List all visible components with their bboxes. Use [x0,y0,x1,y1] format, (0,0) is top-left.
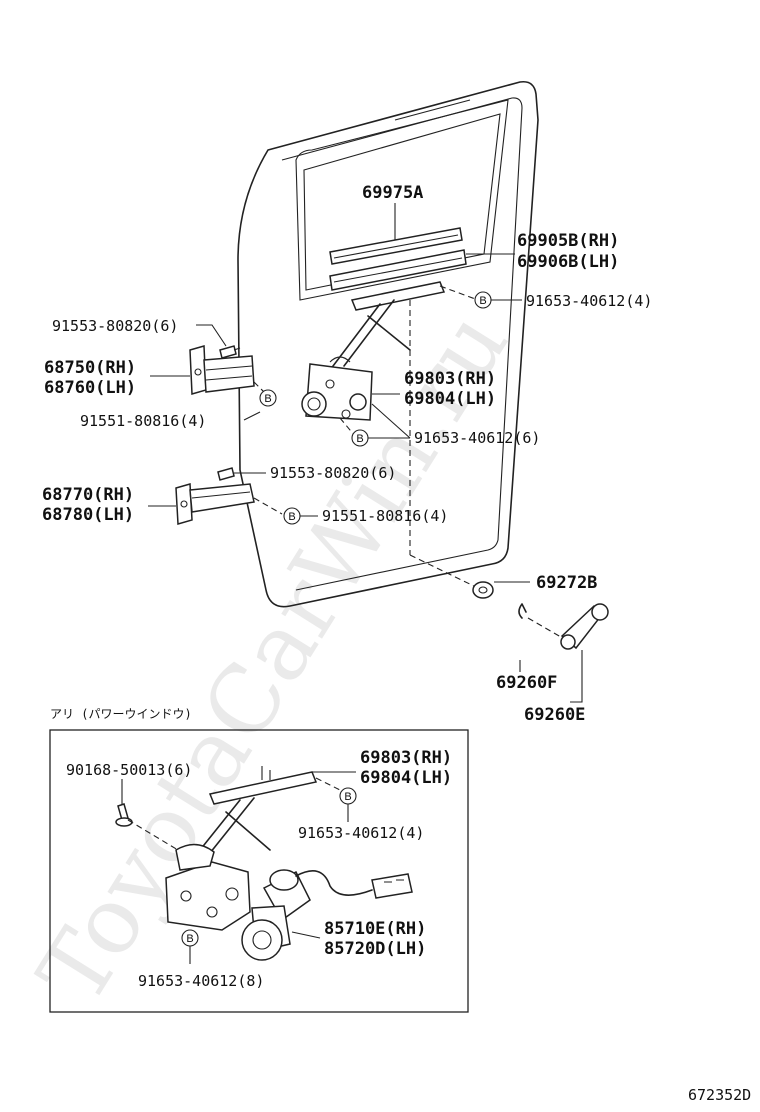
svg-text:B: B [479,295,486,307]
label-69260e: 69260E [524,705,585,725]
inset-bolt [115,803,133,827]
window-crank-handle [560,603,609,650]
callout-b: B [283,507,301,525]
label-69803-a: 69803(RH) [404,369,496,389]
callout-b: B [259,389,277,407]
label-69804-b: 69804(LH) [360,768,452,788]
glass-channel-upper [329,227,463,265]
label-91551-b: 91551-80816(4) [322,507,448,525]
lower-door-hinge [175,483,255,525]
lower-hinge-bolt [217,467,235,481]
label-69272b: 69272B [536,573,597,593]
callout-b: B [474,291,492,309]
svg-text:B: B [356,433,363,445]
label-69906b: 69906B(LH) [517,252,619,272]
label-91653-8: 91653-40612(8) [138,972,264,990]
handle-escutcheon [472,581,494,599]
svg-text:B: B [186,933,193,945]
label-69804-a: 69804(LH) [404,389,496,409]
label-90168: 90168-50013(6) [66,761,192,779]
label-91653-6: 91653-40612(6) [414,429,540,447]
label-91653-4a: 91653-40612(4) [526,292,652,310]
label-69975a: 69975A [362,183,423,203]
power-regulator-base-plate [165,843,251,931]
motor-wire-connector [295,870,413,899]
handle-clip [518,603,527,619]
inset-frame [49,729,469,1013]
diagram-id: 672352D [688,1086,751,1104]
inset-title: アリ (パワーウインドウ) [50,707,192,721]
callout-b: B [339,787,357,805]
callout-b: B [351,429,369,447]
svg-text:B: B [264,393,271,405]
label-69905b: 69905B(RH) [517,231,619,251]
label-68780: 68780(LH) [42,505,134,525]
callout-b: B [181,929,199,947]
label-68750: 68750(RH) [44,358,136,378]
glass-channel-lower [329,249,467,291]
label-69260f: 69260F [496,673,557,693]
label-91551-a: 91551-80816(4) [80,412,206,430]
label-91653-4b: 91653-40612(4) [298,824,424,842]
label-69803-b: 69803(RH) [360,748,452,768]
window-regulator-manual [301,281,446,421]
svg-text:B: B [288,511,295,523]
label-68760: 68760(LH) [44,378,136,398]
label-91553-a: 91553-80820(6) [52,317,178,335]
label-68770: 68770(RH) [42,485,134,505]
window-motor [241,869,311,961]
label-91553-b: 91553-80820(6) [270,464,396,482]
upper-door-hinge [189,345,255,395]
label-85720d: 85720D(LH) [324,939,426,959]
upper-hinge-bolt [219,345,241,359]
label-85710e: 85710E(RH) [324,919,426,939]
svg-text:B: B [344,791,351,803]
